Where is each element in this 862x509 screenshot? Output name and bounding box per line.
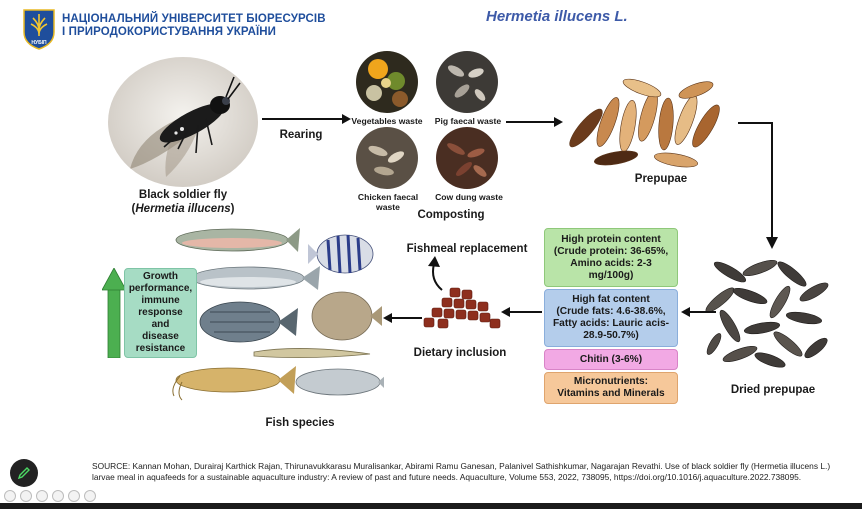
- pointer-icon[interactable]: [36, 490, 48, 502]
- vegetables-waste-label: Vegetables waste: [351, 116, 423, 126]
- fishmeal-replacement-label: Fishmeal replacement: [406, 243, 528, 255]
- growth-line-3: immune: [141, 295, 180, 306]
- fish-species-illustration: [170, 218, 384, 414]
- fly-label-paren-open: (: [131, 203, 136, 215]
- university-name: НАЦІОНАЛЬНИЙ УНІВЕРСИТЕТ БІОРЕСУРСІВ І П…: [62, 13, 326, 39]
- protein-line-3: Amino acids: 2-3: [570, 257, 652, 269]
- fly-label: Black soldier fly (Hermetia illucens): [118, 188, 248, 216]
- chitin-box: Chitin (3-6%): [544, 349, 678, 370]
- prepupae-label: Prepupae: [634, 173, 688, 185]
- university-logo: НУБІП: [22, 8, 56, 50]
- fly-label-paren-close: ): [230, 203, 235, 215]
- chicken-faecal-waste-photo: [356, 127, 418, 189]
- micronutrients-box: Micronutrients: Vitamins and Minerals: [544, 372, 678, 404]
- cow-dung-waste-photo: [436, 127, 498, 189]
- dried-prepupae-label: Dried prepupae: [730, 384, 816, 396]
- fly-label-species: Hermetia illucens: [135, 203, 231, 215]
- chicken-waste-label: Chicken faecal waste: [350, 192, 426, 212]
- zoom-icon[interactable]: [68, 490, 80, 502]
- rearing-arrow: [262, 112, 352, 126]
- silver-fish-icon: [191, 266, 320, 290]
- logo-text: НУБІП: [31, 40, 47, 46]
- pen-icon: [17, 467, 30, 480]
- protein-line-1: High protein content: [561, 233, 661, 245]
- fishmeal-replacement-arrow: [422, 256, 452, 292]
- growth-line-5: disease: [142, 331, 179, 342]
- chicken-waste-label-line1: Chicken faecal: [357, 192, 419, 202]
- dietary-arrow: [500, 305, 542, 319]
- dried-prepupae-image: [700, 252, 834, 374]
- dietary-inclusion-label: Dietary inclusion: [413, 347, 507, 359]
- micronutrients-line-2: Vitamins and Minerals: [557, 388, 665, 399]
- fish-species-arrow: [382, 311, 422, 325]
- vegetables-waste-photo: [356, 51, 418, 113]
- chicken-waste-label-line2: waste: [376, 202, 400, 212]
- growth-line-6: resistance: [135, 343, 186, 354]
- fly-label-common: Black soldier fly: [138, 189, 228, 201]
- source-citation: SOURCE: Kannan Mohan, Durairaj Karthick …: [92, 461, 831, 482]
- chitin-text: Chitin (3-6%): [579, 353, 643, 365]
- university-name-line2: І ПРИРОДОКОРИСТУВАННЯ УКРАЇНИ: [62, 26, 277, 38]
- flatfish-icon: [311, 291, 382, 341]
- growth-line-1: Growth: [143, 271, 178, 282]
- composting-arrow: [506, 115, 564, 129]
- growth-up-arrow: [102, 268, 126, 358]
- fish-feed-pellets: [420, 286, 502, 330]
- composting-label: Composting: [417, 209, 485, 221]
- protein-line-4: mg/100g): [588, 269, 634, 281]
- fish-species-label: Fish species: [265, 417, 335, 429]
- pig-waste-label: Pig faecal waste: [434, 116, 502, 126]
- prepupae-image: [556, 68, 732, 176]
- catfish-icon: [172, 366, 296, 401]
- fat-line-1: High fat content: [572, 294, 650, 305]
- growth-line-2: performance,: [128, 283, 193, 294]
- eel-icon: [253, 348, 371, 358]
- nutrients-arrow: [680, 305, 716, 319]
- trout-icon: [175, 228, 300, 252]
- protein-content-box: High protein content (Crude protein: 36-…: [544, 228, 678, 287]
- sea-bass-icon: [295, 368, 384, 396]
- growth-line-4: response and: [138, 307, 183, 330]
- presentation-toolbar: [4, 490, 96, 502]
- fat-content-box: High fat content (Crude fats: 4.6-38.6%,…: [544, 289, 678, 347]
- fat-line-3: Fatty acids: Lauric acis-: [552, 318, 670, 329]
- drying-arrow: [738, 117, 784, 251]
- cow-waste-label: Cow dung waste: [435, 192, 503, 202]
- slides-icon[interactable]: [52, 490, 64, 502]
- previous-slide-icon[interactable]: [4, 490, 16, 502]
- striped-fish-icon: [308, 234, 374, 274]
- growth-performance-box: Growth performance, immune response and …: [124, 268, 197, 358]
- rearing-label: Rearing: [279, 129, 323, 141]
- next-slide-icon[interactable]: [20, 490, 32, 502]
- micronutrients-line-1: Micronutrients:: [573, 376, 649, 387]
- tilapia-icon: [199, 301, 298, 343]
- more-options-icon[interactable]: [84, 490, 96, 502]
- pen-tool-button[interactable]: [10, 459, 38, 487]
- fat-line-4: 28.9-50.7%): [583, 330, 639, 341]
- page-title: Hermetia illucens L.: [486, 8, 628, 25]
- bottom-taskbar: [0, 503, 862, 509]
- fat-line-2: (Crude fats: 4.6-38.6%,: [556, 306, 666, 317]
- protein-line-2: (Crude protein: 36-65%,: [553, 245, 669, 257]
- university-name-line1: НАЦІОНАЛЬНИЙ УНІВЕРСИТЕТ БІОРЕСУРСІВ: [62, 13, 326, 25]
- pig-faecal-waste-photo: [436, 51, 498, 113]
- black-soldier-fly-photo: [108, 57, 258, 187]
